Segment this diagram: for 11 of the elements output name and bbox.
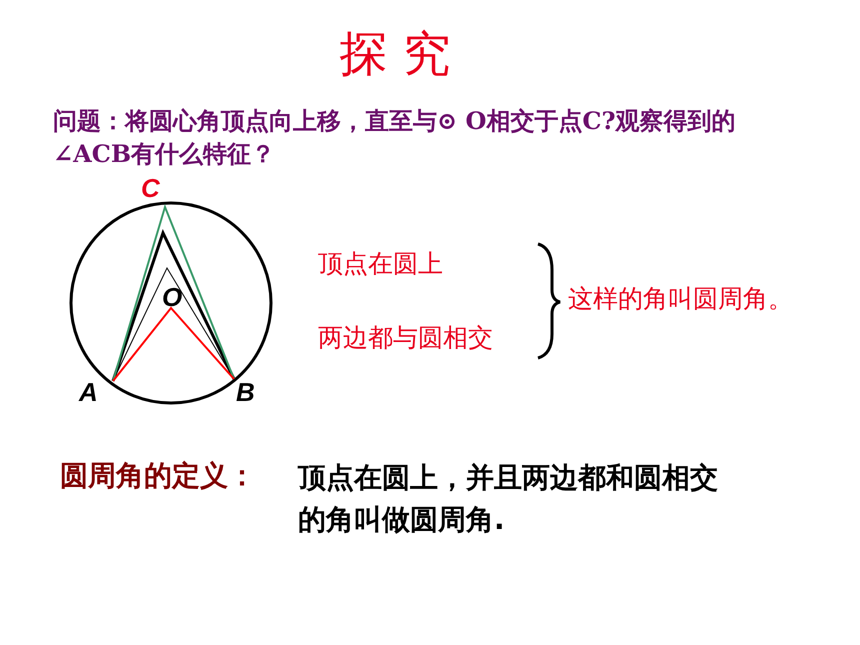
definition-heading: 圆周角的定义： — [60, 458, 256, 494]
conclusion-text: 这样的角叫圆周角。 — [568, 283, 793, 315]
condition-text: 两边都与圆相交 — [318, 322, 493, 354]
point-label: C — [141, 173, 160, 204]
title: 探 究 — [338, 25, 452, 84]
definition-text: 顶点在圆上，并且两边都和圆相交的角叫做圆周角. — [298, 460, 718, 538]
point-label: B — [236, 377, 255, 408]
point-label: A — [79, 377, 98, 408]
condition-text: 顶点在圆上 — [318, 248, 443, 280]
point-label: O — [162, 282, 182, 313]
question-text: 问题：将圆心角顶点向上移，直至与⊙ O相交于点C?观察得到的∠ACB有什么特征？ — [53, 105, 737, 170]
